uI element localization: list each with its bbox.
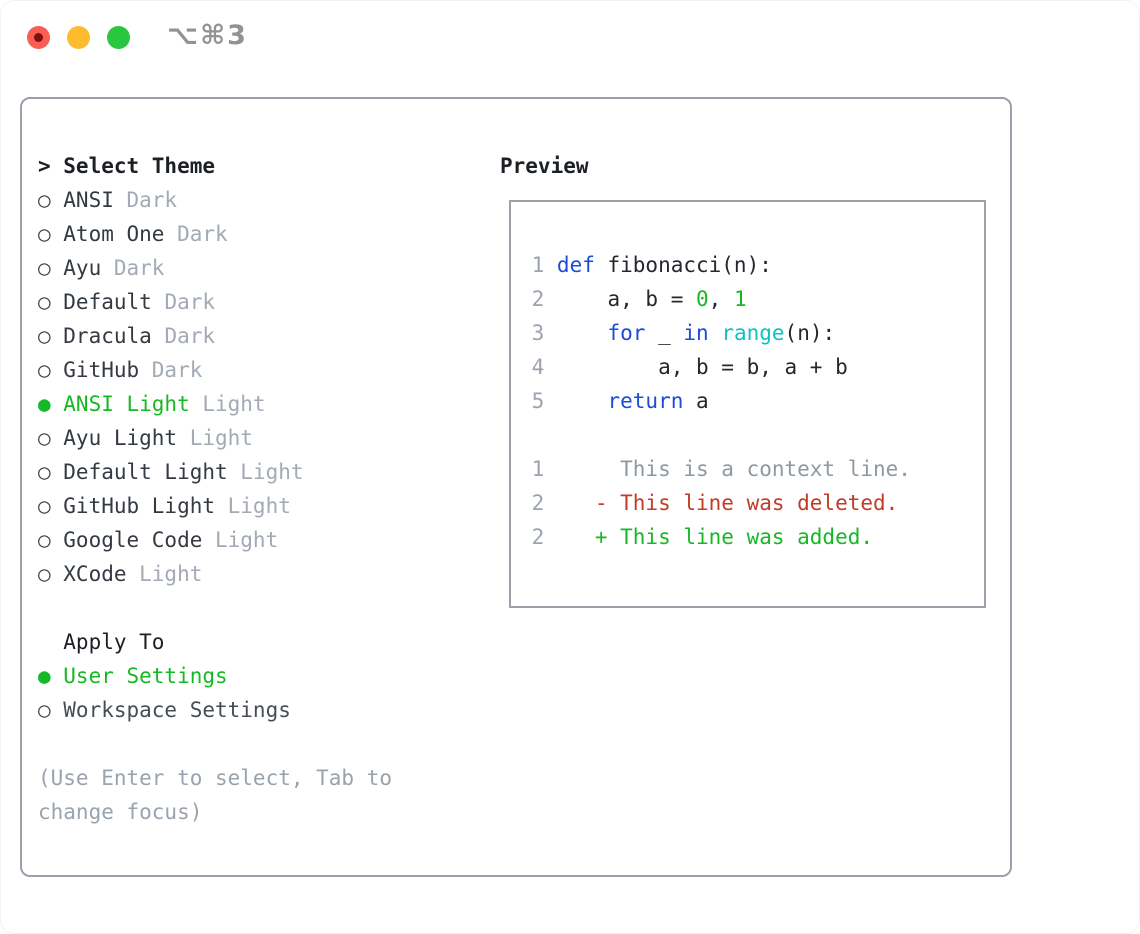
radio-selected-icon: ● — [38, 392, 51, 416]
spacer-row — [38, 727, 493, 761]
theme-variant: Dark — [101, 256, 165, 280]
radio-unselected-icon: ○ — [38, 188, 51, 212]
radio-unselected-icon: ○ — [38, 494, 51, 518]
theme-name: Dracula — [63, 324, 152, 348]
theme-list-header: Select Theme — [63, 154, 215, 178]
radio-unselected-icon: ○ — [38, 358, 51, 382]
radio-unselected-icon: ○ — [38, 460, 51, 484]
unsaved-indicator-dot — [34, 33, 43, 42]
zoom-button[interactable] — [107, 26, 130, 49]
theme-option[interactable]: ○ Atom One Dark — [38, 217, 493, 251]
radio-unselected-icon: ○ — [38, 562, 51, 586]
preview-line: 4 a, b = b, a + b — [519, 350, 984, 384]
radio-unselected-icon: ○ — [38, 222, 51, 246]
theme-variant: Light — [189, 392, 266, 416]
theme-variant: Dark — [164, 222, 228, 246]
apply-to-header: Apply To — [63, 630, 165, 654]
line-number: 2 — [531, 287, 545, 311]
radio-unselected-icon: ○ — [38, 290, 51, 314]
theme-option[interactable]: ○ Dracula Dark — [38, 319, 493, 353]
radio-unselected-icon: ○ — [38, 426, 51, 450]
radio-unselected-icon: ○ — [38, 256, 51, 280]
theme-name: Default Light — [63, 460, 228, 484]
line-number: 1 — [531, 457, 545, 481]
line-number: 2 — [531, 525, 545, 549]
minimize-button[interactable] — [67, 26, 90, 49]
hint-line-1: (Use Enter to select, Tab to — [38, 766, 393, 790]
apply-to-header-row: Apply To — [38, 625, 493, 659]
apply-option-label: Workspace Settings — [63, 698, 291, 722]
theme-name: ANSI Light — [63, 392, 190, 416]
titlebar: ⌥⌘3 — [0, 0, 1140, 74]
theme-variant: Light — [215, 494, 291, 518]
theme-variant: Light — [227, 460, 304, 484]
preview-header: Preview — [500, 154, 589, 178]
apply-option[interactable]: ● User Settings — [38, 659, 493, 693]
theme-variant: Dark — [151, 290, 216, 314]
theme-picker-left-column: > Select Theme ○ ANSI Dark ○ Atom One Dark ○ A… — [38, 149, 493, 829]
close-button[interactable] — [27, 26, 50, 49]
window-title-shortcut: ⌥⌘3 — [167, 20, 248, 51]
theme-picker-panel: > Select Theme ○ ANSI Dark ○ Atom One Dark ○ A… — [20, 97, 1012, 877]
theme-list-header-row: > Select Theme — [38, 149, 493, 183]
line-number: 3 — [531, 321, 545, 345]
preview-line: 2 a, b = 0, 1 — [519, 282, 984, 316]
apply-option-label: User Settings — [63, 664, 228, 688]
theme-option[interactable]: ○ GitHub Light Light — [38, 489, 493, 523]
line-number: 2 — [531, 491, 545, 515]
traffic-lights — [27, 26, 130, 49]
theme-name: Default — [63, 290, 152, 314]
line-number: 4 — [531, 355, 545, 379]
theme-option[interactable]: ○ Ayu Light Light — [38, 421, 493, 455]
radio-unselected-icon: ○ — [38, 698, 51, 722]
theme-variant: Dark — [151, 324, 216, 348]
theme-name: Google Code — [63, 528, 203, 552]
hint-line-2: change focus) — [38, 800, 203, 824]
theme-name: GitHub — [63, 358, 140, 382]
theme-name: Atom One — [63, 222, 165, 246]
theme-name: Ayu Light — [63, 426, 178, 450]
theme-variant: Light — [202, 528, 279, 552]
focus-cursor: > — [38, 154, 51, 178]
theme-option[interactable]: ○ Ayu Dark — [38, 251, 493, 285]
theme-list: ○ ANSI Dark ○ Atom One Dark ○ Ayu Dark ○ Defaul… — [38, 183, 493, 591]
apply-option[interactable]: ○ Workspace Settings — [38, 693, 493, 727]
theme-variant: Light — [177, 426, 253, 450]
radio-selected-icon: ● — [38, 664, 51, 688]
preview-line: 2 + This line was added. — [519, 520, 984, 554]
theme-option[interactable]: ○ XCode Light — [38, 557, 493, 591]
spacer-row — [38, 591, 493, 625]
preview-line: 3 for _ in range(n): — [519, 316, 984, 350]
theme-variant: Dark — [113, 188, 178, 212]
apply-to-list: ● User Settings ○ Workspace Settings — [38, 659, 493, 727]
preview-line: 5 return a — [519, 384, 984, 418]
line-number: 1 — [531, 253, 545, 277]
preview-line: 1 This is a context line. — [519, 452, 984, 486]
theme-option[interactable]: ● ANSI Light Light — [38, 387, 493, 421]
radio-unselected-icon: ○ — [38, 324, 51, 348]
theme-variant: Dark — [139, 358, 203, 382]
theme-name: ANSI — [63, 188, 114, 212]
theme-option[interactable]: ○ ANSI Dark — [38, 183, 493, 217]
radio-unselected-icon: ○ — [38, 528, 51, 552]
theme-option[interactable]: ○ Default Dark — [38, 285, 493, 319]
theme-option[interactable]: ○ Default Light Light — [38, 455, 493, 489]
theme-option[interactable]: ○ GitHub Dark — [38, 353, 493, 387]
preview-blank-line — [519, 418, 984, 452]
line-number: 5 — [531, 389, 545, 413]
preview-line: 2 - This line was deleted. — [519, 486, 984, 520]
theme-name: XCode — [63, 562, 127, 586]
theme-name: GitHub Light — [63, 494, 215, 518]
theme-variant: Light — [126, 562, 203, 586]
theme-name: Ayu — [63, 256, 102, 280]
theme-option[interactable]: ○ Google Code Light — [38, 523, 493, 557]
